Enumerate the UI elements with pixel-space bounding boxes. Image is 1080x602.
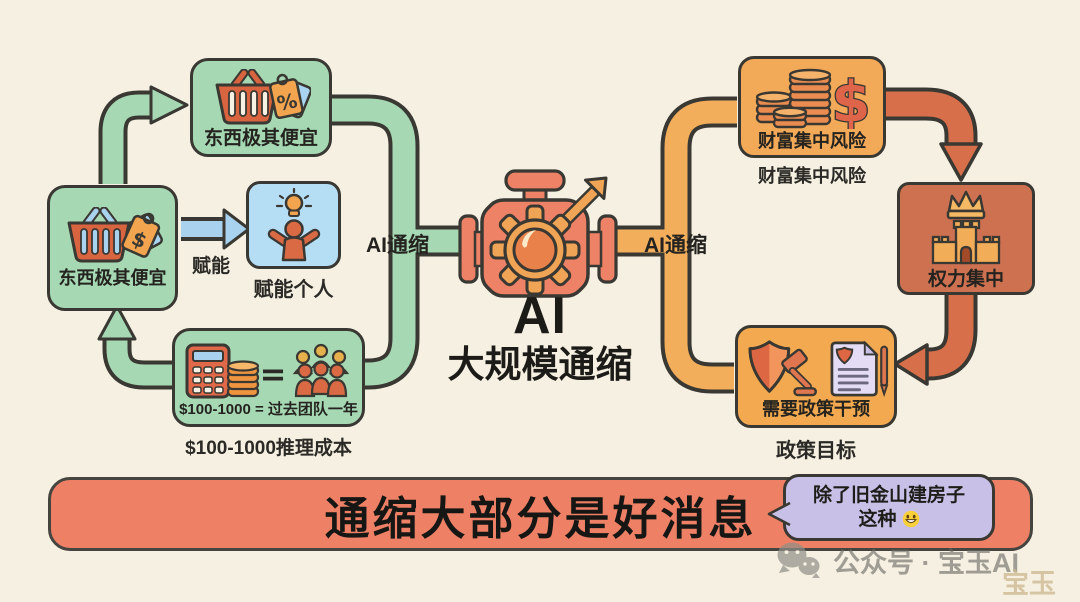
empower-person-caption: 赋能个人 [253, 279, 334, 301]
shopping-basket-dollar-tag-icon: $ [67, 207, 163, 263]
wealth-box-caption: 财富集中风险 [758, 166, 866, 186]
coin-stacks-dollar-icon: $ [755, 68, 870, 129]
speech-bubble-tail [767, 501, 791, 527]
lightbulb-person-icon [267, 188, 320, 262]
arrow-costbox-to-leftbox [97, 304, 173, 390]
conclusion-banner-text: 通缩大部分是好消息 [324, 492, 757, 544]
engine-title: AI 大规模通缩 [415, 290, 665, 388]
calculator-equals-team-icon: = [185, 343, 349, 399]
cheap-top-label: 东西极其便宜 [203, 128, 318, 150]
grinning-face-emoji-icon [902, 511, 919, 528]
percent-glyph: % [275, 88, 300, 116]
left-pipe-label: AI通缩 [366, 234, 429, 257]
engine-title-line1: AI [513, 287, 567, 345]
shield-gavel-icon [748, 340, 817, 396]
speech-bubble: 除了旧金山建房子 这种 [767, 474, 995, 541]
cheap-left-label: 东西极其便宜 [58, 268, 167, 289]
speech-bubble-line2-text: 这种 [858, 508, 897, 530]
gear-icon [489, 204, 581, 296]
ai-deflation-engine-icon [458, 169, 618, 298]
inference-cost-caption: $100-1000推理成本 [185, 438, 352, 459]
speech-bubble-line2: 这种 [858, 508, 919, 532]
arrow-empower [181, 208, 251, 250]
power-concentration-box: 权力集中 [897, 182, 1035, 295]
empower-arrow-label: 赋能 [191, 256, 230, 277]
crown-castle-icon [931, 190, 1001, 264]
policy-document-pen-icon [830, 340, 889, 397]
inference-cost-box: = $100-1000 = 过去团队一年 [172, 328, 365, 427]
equals-glyph: = [259, 355, 286, 393]
wechat-icon [777, 542, 820, 578]
policy-intervention-box: 需要政策干预 [735, 325, 897, 428]
arrow-wealth-to-power [886, 87, 983, 182]
engine-title-line2: 大规模通缩 [447, 344, 633, 385]
watermark: 公众号 · 宝玉AI [775, 540, 1019, 580]
wealth-concentration-box: $ 财富集中风险 [738, 56, 886, 158]
empower-person-box [246, 181, 341, 269]
speech-bubble-line1: 除了旧金山建房子 [812, 484, 965, 506]
power-box-label: 权力集中 [927, 268, 1004, 290]
signature-watermark: 宝玉 [1002, 569, 1056, 600]
policy-icons-row [742, 339, 890, 397]
policy-box-label: 需要政策干预 [762, 398, 870, 419]
cheap-goods-left-box: $ 东西极其便宜 [47, 185, 178, 311]
shopping-basket-percent-tags-icon: % [215, 69, 311, 125]
wealth-box-label: 财富集中风险 [758, 130, 866, 151]
dollar-sign-glyph: $ [832, 70, 870, 129]
policy-box-caption: 政策目标 [776, 440, 856, 462]
right-pipe-label: AI通缩 [644, 234, 707, 257]
cheap-goods-top-box: % 东西极其便宜 [190, 58, 332, 157]
watermark-text: 公众号 · 宝玉AI [833, 547, 1019, 578]
arrow-power-to-policy [893, 293, 978, 386]
inference-cost-inner-label: $100-1000 = 过去团队一年 [179, 401, 358, 419]
arrow-leftbox-to-topbox [98, 85, 189, 184]
